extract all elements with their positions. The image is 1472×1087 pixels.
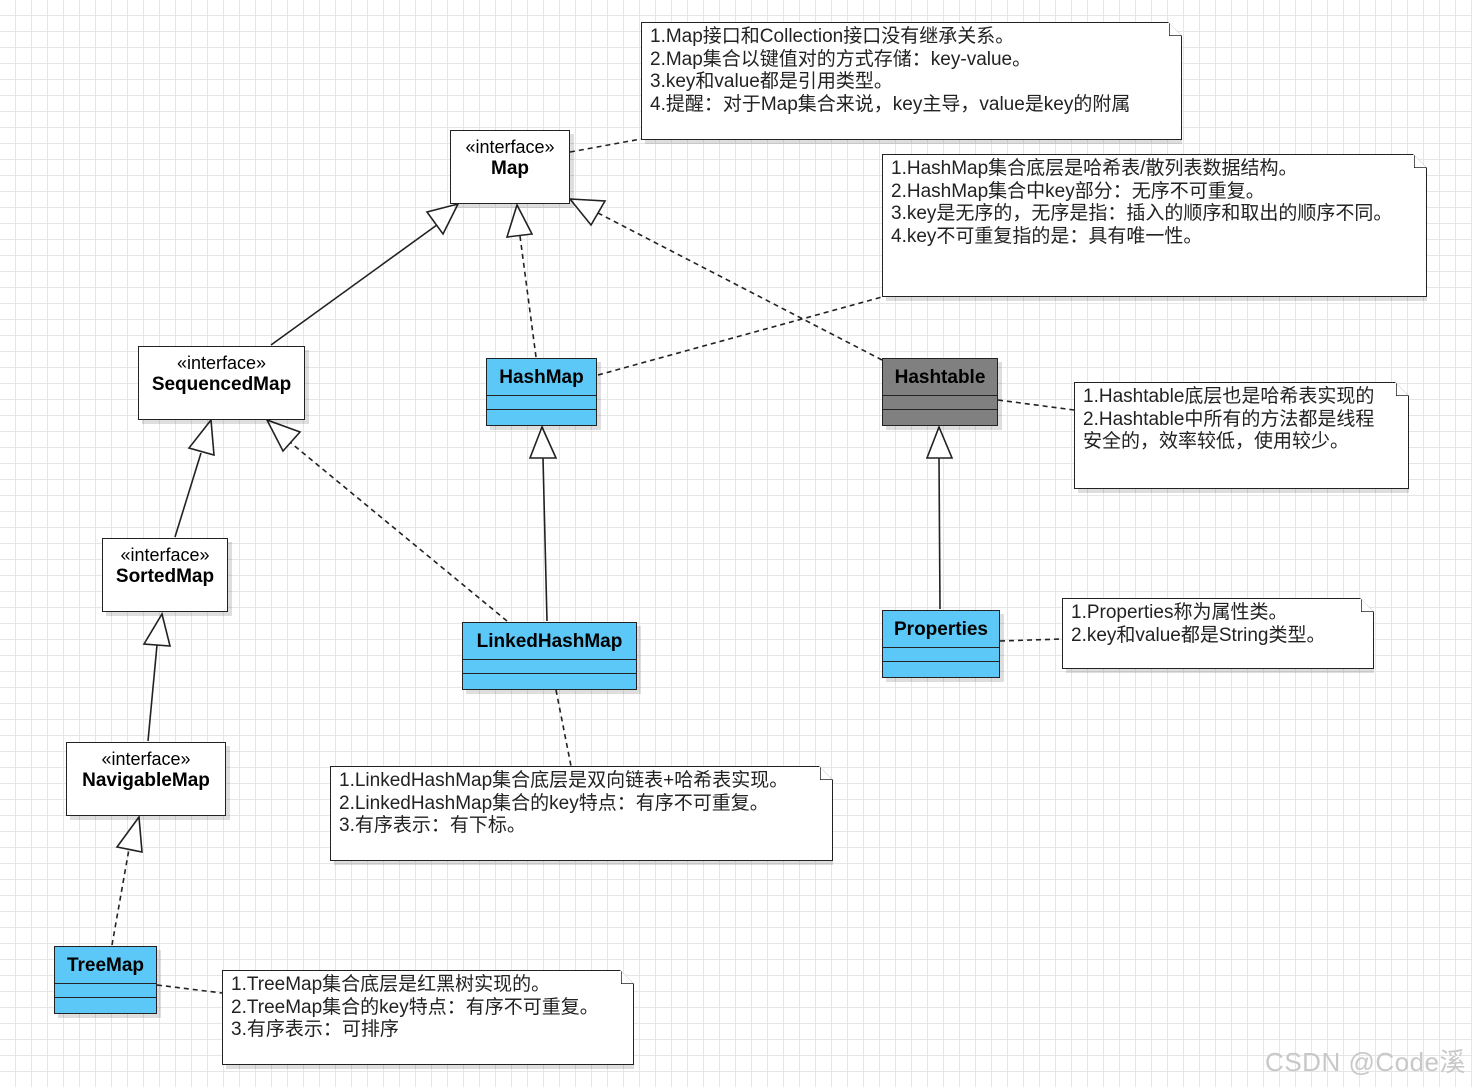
interface-name: NavigableMap bbox=[82, 770, 210, 791]
arrowhead-navigablemap-sortedmap bbox=[142, 611, 172, 647]
hashtable-class[interactable]: Hashtable bbox=[882, 358, 998, 426]
class-name: LinkedHashMap bbox=[463, 623, 636, 660]
linkedhashmap-note[interactable]: 1.LinkedHashMap集合底层是双向链表+哈希表实现。 2.Linked… bbox=[330, 766, 833, 861]
note-line: 1.TreeMap集合底层是红黑树实现的。 bbox=[231, 974, 551, 995]
arrowhead-hashmap-map bbox=[505, 202, 534, 238]
class-name: Hashtable bbox=[883, 359, 997, 396]
arrowhead-treemap-navigablemap bbox=[115, 814, 143, 853]
class-attributes-section bbox=[487, 396, 596, 410]
class-attributes-section bbox=[463, 660, 636, 674]
note-line: 2.Map集合以键值对的方式存储：key-value。 bbox=[650, 48, 1032, 70]
edge-hashtable-map bbox=[597, 212, 883, 361]
sortedmap-interface[interactable]: «interface» SortedMap bbox=[102, 538, 228, 612]
interface-name: SequencedMap bbox=[151, 374, 292, 395]
note-line: 1.HashMap集合底层是哈希表/散列表数据结构。 bbox=[891, 158, 1298, 179]
note-link-properties bbox=[999, 638, 1063, 642]
watermark: CSDN @Code溪 bbox=[1265, 1047, 1466, 1077]
note-line: 2.LinkedHashMap集合的key特点：有序不可重复。 bbox=[339, 792, 769, 814]
note-link-treemap bbox=[156, 984, 223, 994]
note-line: 1.Properties称为属性类。 bbox=[1071, 602, 1288, 623]
note-line: 3.key和value都是引用类型。 bbox=[650, 71, 893, 92]
note-link-linkedhashmap bbox=[555, 689, 572, 767]
note-line: 1.Hashtable底层也是哈希表实现的 bbox=[1083, 386, 1375, 407]
edge-linkedhashmap-sequencedmap bbox=[290, 442, 508, 622]
note-link-map bbox=[569, 138, 642, 153]
note-line: 3.有序表示：有下标。 bbox=[339, 815, 526, 836]
hashmap-class[interactable]: HashMap bbox=[486, 358, 597, 426]
edge-properties-hashtable bbox=[938, 457, 941, 610]
note-link-hashtable bbox=[997, 399, 1075, 411]
note-line: 1.Map接口和Collection接口没有继承关系。 bbox=[650, 26, 1015, 47]
note-line: 2.key和value都是String类型。 bbox=[1071, 624, 1326, 646]
stereotype-label: «interface» bbox=[465, 137, 555, 157]
arrowhead-sequencedmap-map bbox=[425, 202, 460, 236]
stereotype-label: «interface» bbox=[176, 353, 267, 373]
arrowhead-linkedhashmap-hashmap bbox=[528, 424, 558, 459]
note-line: 1.LinkedHashMap集合底层是双向链表+哈希表实现。 bbox=[339, 770, 789, 791]
edge-sequencedmap-map bbox=[270, 221, 442, 346]
treemap-note[interactable]: 1.TreeMap集合底层是红黑树实现的。 2.TreeMap集合的key特点：… bbox=[222, 970, 634, 1065]
note-line: 4.key不可重复指的是：具有唯一性。 bbox=[891, 225, 1203, 247]
edge-treemap-navigablemap bbox=[111, 848, 130, 946]
arrowhead-properties-hashtable bbox=[925, 424, 954, 459]
stereotype-label: «interface» bbox=[120, 545, 210, 565]
note-line: 4.提醒：对于Map集合来说，key主导，value是key的附属 bbox=[650, 93, 1131, 115]
note-line: 3.有序表示：可排序 bbox=[231, 1019, 399, 1040]
edge-navigablemap-sortedmap bbox=[147, 644, 158, 742]
linkedhashmap-class[interactable]: LinkedHashMap bbox=[462, 622, 637, 690]
navigablemap-interface[interactable]: «interface» NavigableMap bbox=[66, 742, 226, 816]
treemap-class[interactable]: TreeMap bbox=[54, 946, 157, 1014]
arrowhead-hashtable-map bbox=[568, 198, 607, 227]
interface-name: Map bbox=[491, 158, 529, 179]
class-name: Properties bbox=[883, 611, 999, 648]
interface-name: SortedMap bbox=[115, 566, 215, 587]
edge-linkedhashmap-hashmap bbox=[542, 457, 548, 622]
note-line: 2.TreeMap集合的key特点：有序不可重复。 bbox=[231, 996, 599, 1018]
hashmap-note[interactable]: 1.HashMap集合底层是哈希表/散列表数据结构。 2.HashMap集合中k… bbox=[882, 154, 1427, 297]
map-note[interactable]: 1.Map接口和Collection接口没有继承关系。 2.Map集合以键值对的… bbox=[641, 22, 1182, 140]
class-name: TreeMap bbox=[55, 947, 156, 984]
arrowhead-sortedmap-sequencedmap bbox=[187, 417, 215, 457]
note-link-hashmap bbox=[597, 296, 883, 376]
note-line: 2.Hashtable中所有的方法都是线程 bbox=[1083, 408, 1375, 430]
class-attributes-section bbox=[55, 984, 156, 998]
note-line: 3.key是无序的，无序是指：插入的顺序和取出的顺序不同。 bbox=[891, 203, 1393, 224]
class-attributes-section bbox=[883, 396, 997, 410]
map-interface[interactable]: «interface» Map bbox=[450, 130, 570, 204]
sequencedmap-interface[interactable]: «interface» SequencedMap bbox=[138, 346, 305, 420]
class-attributes-section bbox=[883, 648, 999, 662]
properties-note[interactable]: 1.Properties称为属性类。 2.key和value都是String类型… bbox=[1062, 598, 1374, 669]
stereotype-label: «interface» bbox=[101, 749, 191, 769]
note-line: 2.HashMap集合中key部分：无序不可重复。 bbox=[891, 180, 1265, 202]
properties-class[interactable]: Properties bbox=[882, 610, 1000, 678]
hashtable-note[interactable]: 1.Hashtable底层也是哈希表实现的 2.Hashtable中所有的方法都… bbox=[1074, 382, 1409, 489]
edge-hashmap-map bbox=[519, 235, 537, 358]
arrowhead-linkedhashmap-sequencedmap bbox=[265, 418, 302, 453]
class-name: HashMap bbox=[487, 359, 596, 396]
edge-sortedmap-sequencedmap bbox=[174, 452, 202, 538]
note-line: 安全的，效率较低，使用较少。 bbox=[1083, 431, 1350, 452]
